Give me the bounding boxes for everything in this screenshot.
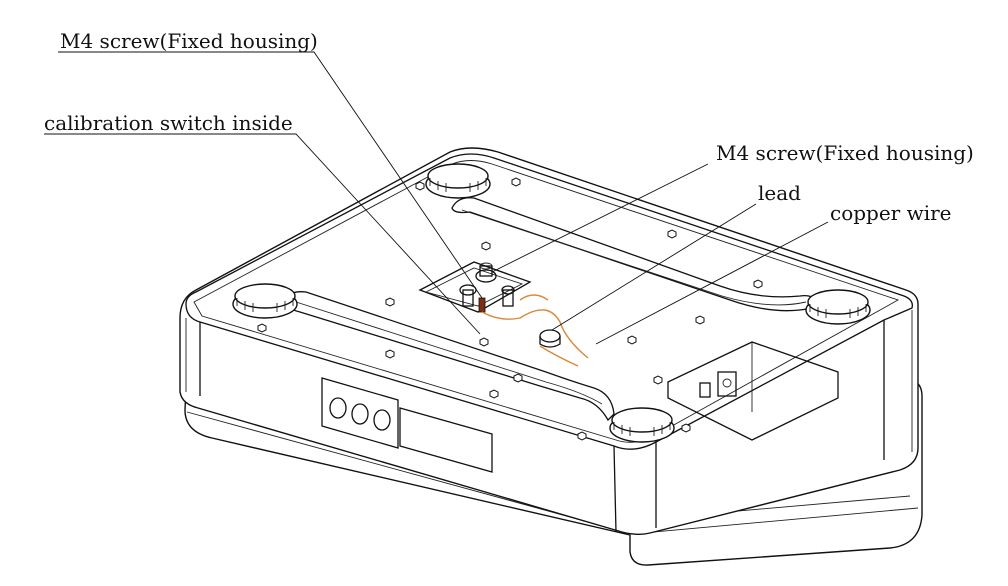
button-panel <box>321 377 399 449</box>
switch-port <box>699 382 711 398</box>
housing <box>179 147 919 535</box>
foot-bottom <box>609 407 675 443</box>
label-m4-screw-right: M4 screw(Fixed housing) <box>716 141 974 165</box>
lead-weight <box>539 329 561 348</box>
rail-left <box>285 291 615 422</box>
calibration-opening <box>418 261 561 348</box>
label-m4-screw-top: M4 screw(Fixed housing) <box>60 29 318 53</box>
label-lead: lead <box>758 181 801 205</box>
button-3[interactable] <box>373 409 391 431</box>
power-port <box>667 341 839 441</box>
front-panel <box>321 377 493 473</box>
dc-jack <box>717 371 737 397</box>
display-window <box>399 407 493 473</box>
label-copper-wire: copper wire <box>830 201 952 225</box>
button-1[interactable] <box>329 397 347 419</box>
calibration-switch[interactable] <box>475 262 497 283</box>
copper-wire <box>481 294 589 367</box>
m4-screw-top <box>459 284 486 313</box>
foot-right <box>805 289 871 325</box>
button-2[interactable] <box>351 403 369 425</box>
foot-left <box>232 283 298 319</box>
foot-top <box>425 163 491 199</box>
leader-lines <box>44 51 829 345</box>
hex-nuts <box>257 177 763 441</box>
label-calibration-switch: calibration switch inside <box>44 111 293 135</box>
labels: M4 screw(Fixed housing) calibration swit… <box>44 29 974 225</box>
m4-screw-right <box>501 285 515 307</box>
